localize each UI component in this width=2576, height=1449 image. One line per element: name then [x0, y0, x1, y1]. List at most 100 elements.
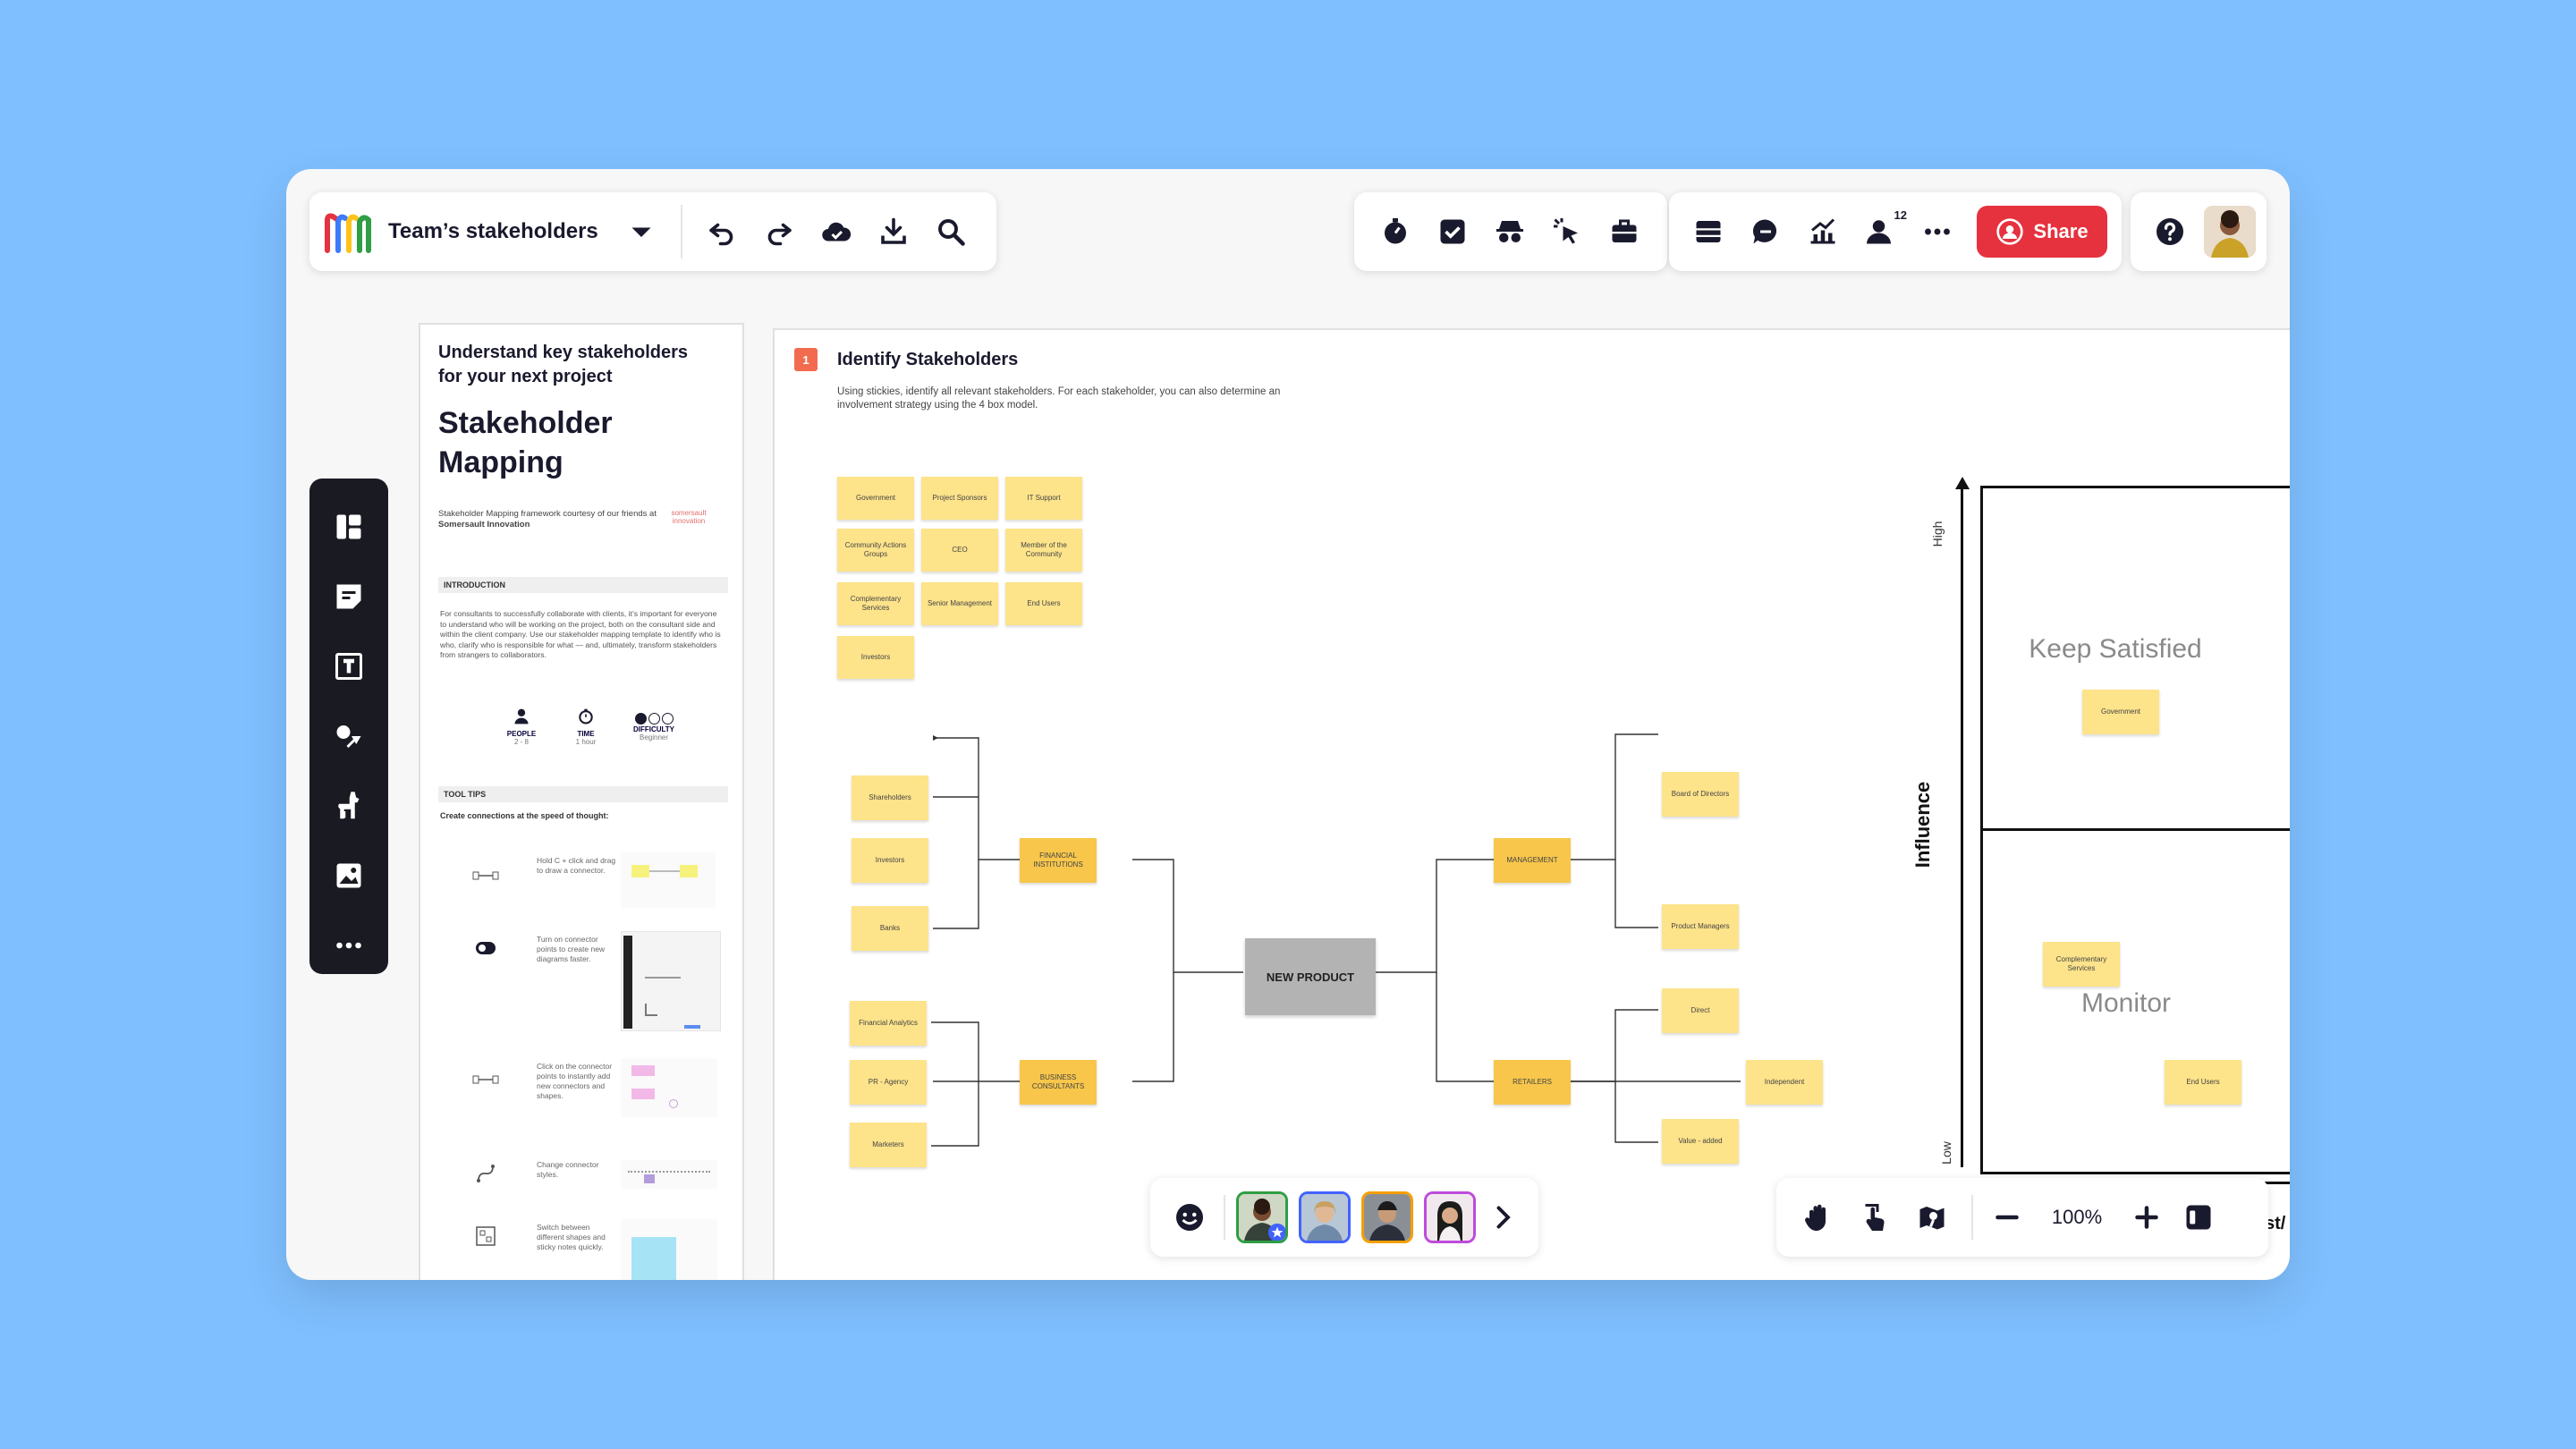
collaborators-icon[interactable]: 12	[1857, 208, 1907, 255]
undo-icon[interactable]	[699, 208, 745, 255]
briefcase-icon[interactable]	[1601, 208, 1648, 255]
center-node[interactable]: NEW PRODUCT	[1245, 938, 1376, 1015]
reactions-icon[interactable]	[1166, 1194, 1213, 1241]
axis-influence-label: Influence	[1911, 781, 1934, 869]
stat-people: PEOPLE 2 - 8	[499, 708, 544, 746]
management-node[interactable]: MANAGEMENT	[1494, 838, 1571, 883]
activity-chart-icon[interactable]	[1800, 208, 1846, 255]
sticky-note[interactable]: Shareholders	[852, 775, 928, 820]
sticky-note[interactable]: Financial Analytics	[850, 1001, 927, 1046]
quadrant-q2-label: Monitor	[2080, 988, 2172, 1018]
more-tools-icon[interactable]	[326, 922, 372, 969]
avatar[interactable]	[1424, 1191, 1476, 1243]
axis-low-label: Low	[1939, 1141, 1953, 1165]
sticky-note[interactable]: Investors	[837, 636, 914, 679]
sticky-note[interactable]: CEO	[921, 529, 998, 572]
sticky-note[interactable]: Government	[2082, 690, 2159, 734]
instructions-frame[interactable]: Understand key stakeholders for your nex…	[419, 323, 744, 1280]
sticky-note[interactable]: Senior Management	[921, 582, 998, 625]
user-avatar[interactable]	[2204, 206, 2256, 258]
connector-style-icon	[477, 1165, 495, 1182]
touch-icon[interactable]	[1852, 1194, 1898, 1241]
sticky-note[interactable]: Member of the Community	[1005, 529, 1082, 572]
search-icon[interactable]	[928, 208, 974, 255]
zoom-out-icon[interactable]	[1989, 1194, 2025, 1241]
sticky-note-icon[interactable]	[326, 573, 372, 620]
sticky-note[interactable]: Banks	[852, 906, 928, 951]
tip-row: Hold C + click and drag to draw a connec…	[438, 852, 733, 915]
sticky-note[interactable]: Complementary Services	[837, 582, 914, 625]
help-icon[interactable]	[2147, 208, 2193, 255]
sticky-note[interactable]: Government	[837, 477, 914, 520]
export-icon[interactable]	[870, 208, 917, 255]
sticky-note[interactable]: Investors	[852, 838, 928, 883]
miro-logo[interactable]	[322, 209, 376, 254]
board-title[interactable]: Team’s stakeholders	[388, 219, 598, 243]
redo-icon[interactable]	[756, 208, 802, 255]
zoom-level[interactable]: 100%	[2051, 1206, 2103, 1228]
connector-icon	[472, 871, 499, 880]
sticky-note[interactable]: End Users	[2165, 1060, 2241, 1105]
sidebar-panel-icon[interactable]	[2175, 1194, 2222, 1241]
table-icon[interactable]	[1685, 208, 1732, 255]
sticky-note[interactable]: Value - added	[1662, 1119, 1739, 1164]
intro-body: For consultants to successfully collabor…	[440, 609, 721, 659]
tip-preview	[621, 1160, 717, 1189]
sticky-note[interactable]: Marketers	[850, 1123, 927, 1167]
stat-people-value: 2 - 8	[513, 738, 529, 746]
sticky-note[interactable]: Project Sponsors	[921, 477, 998, 520]
stat-difficulty: DIFFICULTY Beginner	[623, 711, 685, 741]
templates-icon[interactable]	[326, 504, 372, 550]
zoom-in-icon[interactable]	[2129, 1194, 2165, 1241]
comment-icon[interactable]	[1742, 208, 1789, 255]
timer-icon[interactable]	[1372, 208, 1419, 255]
tip-preview	[621, 1058, 717, 1117]
sticky-note[interactable]: End Users	[1005, 582, 1082, 625]
sheet-title: Stakeholder Mapping	[438, 406, 613, 479]
text-icon[interactable]	[326, 643, 372, 690]
avatar[interactable]	[1236, 1191, 1288, 1243]
stopwatch-icon	[579, 708, 593, 724]
attention-cursor-icon[interactable]	[1544, 208, 1590, 255]
chevron-right-icon[interactable]	[1487, 1194, 1519, 1241]
tips-subheader: Create connections at the speed of thoug…	[440, 811, 609, 820]
hand-icon[interactable]	[1794, 1194, 1841, 1241]
sticky-note[interactable]: Independent	[1746, 1060, 1823, 1105]
stat-difficulty-label: DIFFICULTY	[632, 725, 675, 733]
intro-header: INTRODUCTION	[438, 577, 728, 593]
private-mode-icon[interactable]	[1487, 208, 1533, 255]
credit-name: Somersault Innovation	[438, 520, 530, 530]
cloud-check-icon[interactable]	[813, 208, 860, 255]
llama-icon[interactable]	[326, 783, 372, 829]
sticky-note[interactable]: Community Actions Groups	[837, 529, 914, 572]
map-icon[interactable]	[1909, 1194, 1955, 1241]
voting-icon[interactable]	[1429, 208, 1476, 255]
switch-shapes-icon	[476, 1226, 496, 1246]
avatar[interactable]	[1361, 1191, 1413, 1243]
more-options-icon[interactable]	[1914, 208, 1961, 255]
avatar[interactable]	[1299, 1191, 1351, 1243]
financial-institutions-node[interactable]: FINANCIAL INSTITUTIONS	[1020, 838, 1097, 883]
sticky-note[interactable]: Board of Directors	[1662, 772, 1739, 817]
divider	[1224, 1195, 1225, 1240]
tip-preview	[621, 931, 721, 1031]
stakeholder-board-frame[interactable]: 1 Identify Stakeholders Using stickies, …	[773, 328, 2290, 1280]
sticky-note[interactable]: Complementary Services	[2043, 942, 2120, 987]
retailers-node[interactable]: RETAILERS	[1494, 1060, 1571, 1105]
shapes-icon[interactable]	[326, 713, 372, 759]
share-button[interactable]: Share	[1977, 206, 2107, 258]
image-upload-icon[interactable]	[326, 852, 372, 899]
quadrant-monitor[interactable]	[1980, 829, 2290, 1174]
sticky-note[interactable]: Product Managers	[1662, 904, 1739, 949]
sticky-note[interactable]: IT Support	[1005, 477, 1082, 520]
quadrant-keep-satisfied[interactable]	[1980, 486, 2290, 831]
collaborators-bar	[1150, 1178, 1538, 1257]
axis-high-label: High	[1930, 521, 1945, 547]
difficulty-dots-icon	[623, 711, 685, 725]
chevron-down-icon[interactable]	[618, 208, 665, 255]
sticky-note[interactable]: Direct	[1662, 988, 1739, 1033]
collaborator-count: 12	[1894, 208, 1907, 222]
stat-time: TIME 1 hour	[564, 708, 608, 746]
sticky-note[interactable]: PR - Agency	[850, 1060, 927, 1105]
business-consultants-node[interactable]: BUSINESS CONSULTANTS	[1020, 1060, 1097, 1105]
